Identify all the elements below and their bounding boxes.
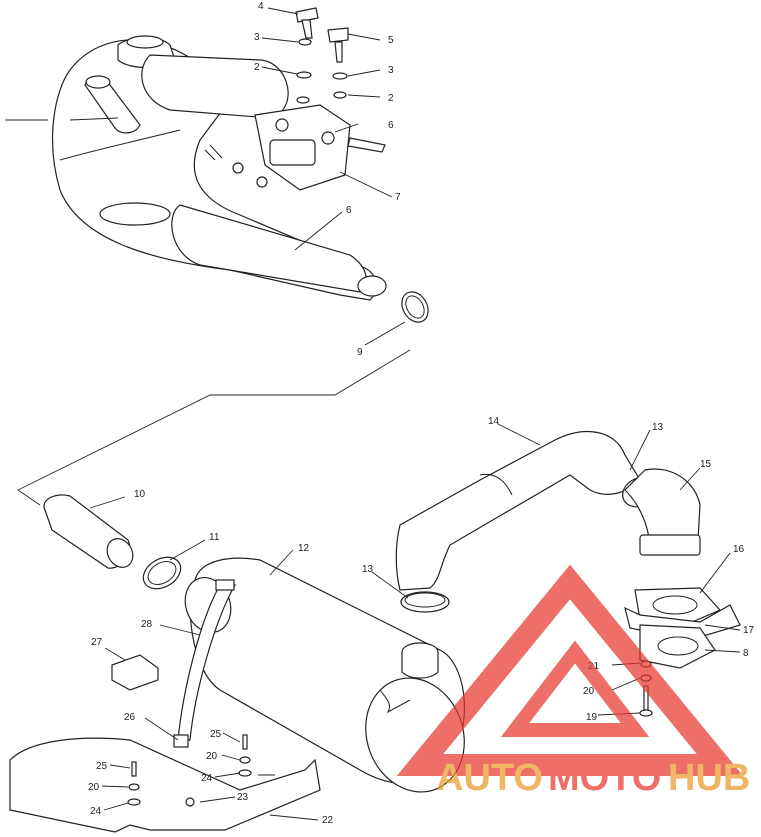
- part-callouts: 4 3 2 5 3 2 6 7 6 9 14 13 15 10 11 12 16…: [88, 1, 755, 826]
- callout-2: 2: [388, 93, 394, 104]
- callout-3: 3: [254, 32, 260, 43]
- callout-20: 20: [88, 782, 100, 793]
- callout-16: 16: [733, 544, 745, 555]
- callout-25: 25: [210, 729, 222, 740]
- callout-24: 24: [201, 773, 213, 784]
- callout-23: 23: [237, 792, 249, 803]
- callout-2: 2: [254, 62, 260, 73]
- callout-12: 12: [298, 543, 310, 554]
- callout-22: 22: [322, 815, 334, 826]
- callout-28: 28: [141, 619, 153, 630]
- callout-13: 13: [362, 564, 374, 575]
- watermark-text-hub: HUB: [668, 757, 750, 799]
- callout-3: 3: [388, 65, 394, 76]
- callout-20: 20: [206, 751, 218, 762]
- callout-27: 27: [91, 637, 103, 648]
- callout-6: 6: [388, 120, 394, 131]
- callout-20: 20: [583, 686, 595, 697]
- callout-24: 24: [90, 806, 102, 817]
- callout-5: 5: [388, 35, 394, 46]
- callout-17: 17: [743, 625, 755, 636]
- callout-25: 25: [96, 761, 108, 772]
- automotohub-watermark: AUTO MOTO HUB: [396, 564, 750, 799]
- callout-6: 6: [346, 205, 352, 216]
- exhaust-elbow-assembly: [395, 431, 741, 717]
- callout-4: 4: [258, 1, 264, 12]
- callout-14: 14: [488, 416, 500, 427]
- callout-8: 8: [743, 648, 749, 659]
- lower-leader-lines: [89, 423, 741, 821]
- callout-9: 9: [357, 347, 363, 358]
- callout-15: 15: [700, 459, 712, 470]
- callout-26: 26: [124, 712, 136, 723]
- callout-11: 11: [209, 532, 220, 543]
- upper-leader-lines: [5, 7, 411, 506]
- callout-10: 10: [134, 489, 146, 500]
- watermark-text-moto: MOTO: [548, 757, 661, 799]
- expansion-chamber-assembly: [51, 7, 429, 323]
- callout-13: 13: [652, 422, 664, 433]
- callout-19: 19: [586, 712, 598, 723]
- muffler-assembly: [9, 494, 465, 833]
- watermark-text-auto: AUTO: [436, 757, 543, 799]
- callout-7: 7: [395, 192, 401, 203]
